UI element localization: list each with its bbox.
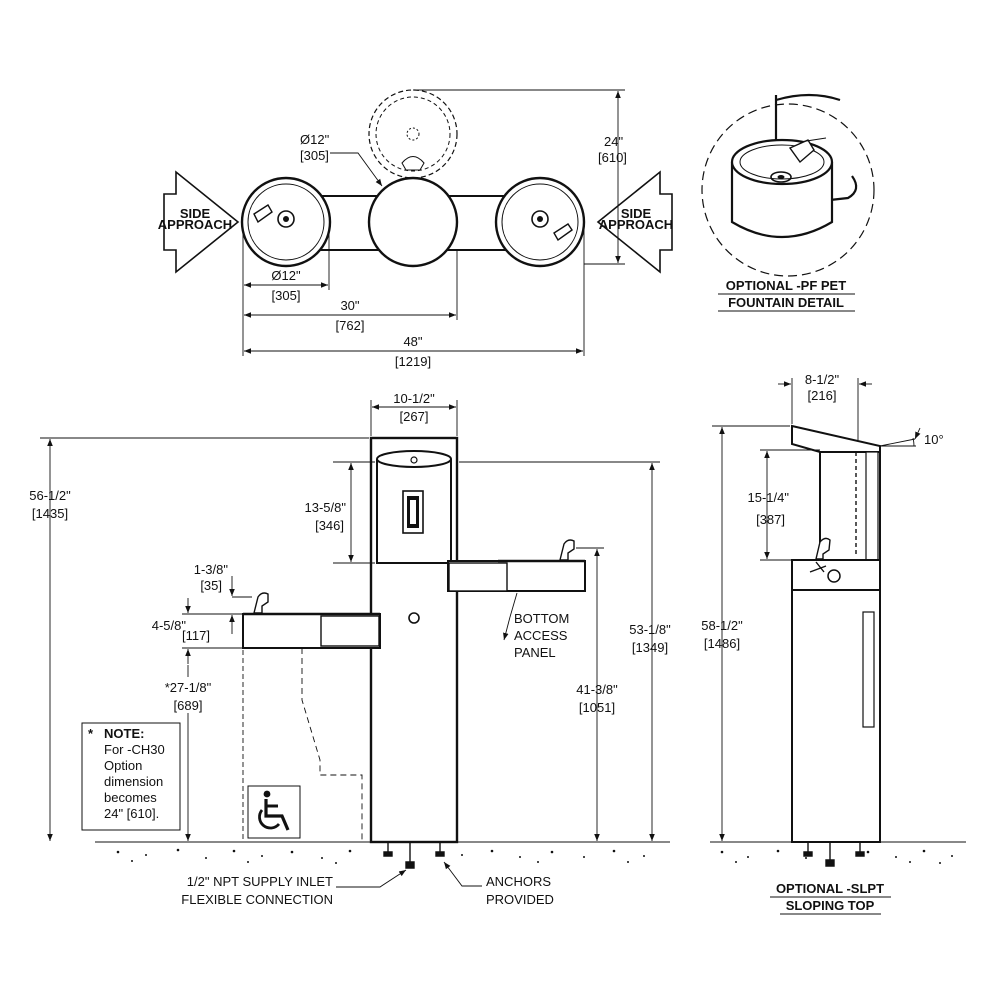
top-view: SIDE APPROACH SIDE APPROACH Ø12" [305] Ø… (158, 89, 673, 369)
dim-left-diameter: Ø12" (271, 268, 301, 283)
dim-tower-width-mm: [267] (400, 409, 429, 424)
front-left-spout (253, 592, 269, 614)
side-approach-right-arrow (596, 170, 673, 274)
side-sloping-top (791, 424, 881, 453)
dim-tower-width: 10-1/2" (393, 391, 435, 406)
dim-basin-height-mm: [117] (182, 628, 210, 643)
bottom-access-panel-line3: PANEL (514, 645, 556, 660)
front-anchors (383, 842, 445, 869)
dim-knee-clearance-mm: [689] (174, 698, 203, 713)
dim-30-mm: [762] (336, 318, 365, 333)
dim-side-filler-mm: [387] (756, 512, 785, 527)
dim-side-filler: 15-1/4" (748, 490, 790, 505)
plan-tower-circle (367, 176, 459, 268)
accessibility-symbol-box (247, 785, 301, 839)
supply-inlet-line1: 1/2" NPT SUPPLY INLET (187, 874, 333, 889)
dim-center-diameter: Ø12" (300, 132, 330, 147)
note-line-1: For -CH30 (104, 742, 165, 757)
dim-spout-height-mm: [35] (200, 578, 222, 593)
pet-detail-title-2: FOUNTAIN DETAIL (728, 295, 844, 310)
dim-filler-height-mm: [346] (315, 518, 344, 533)
front-right-spout (559, 539, 575, 561)
supply-inlet-line2: FLEXIBLE CONNECTION (181, 892, 333, 907)
note-line-3: dimension (104, 774, 163, 789)
note-line-5: 24" [610]. (104, 806, 159, 821)
side-approach-left-line2: APPROACH (158, 217, 232, 232)
ground-hatch-front (116, 848, 645, 864)
anchors-line2: PROVIDED (486, 892, 554, 907)
dim-spout-height: 1-3/8" (194, 562, 229, 577)
wheelchair-icon (258, 790, 290, 831)
side-bowl (791, 559, 881, 591)
bottom-access-panel-line1: BOTTOM (514, 611, 569, 626)
bottom-access-panel-line2: ACCESS (514, 628, 568, 643)
pet-detail-title-1: OPTIONAL -PF PET (726, 278, 846, 293)
note-star: * (88, 726, 94, 741)
note-line-2: Option (104, 758, 142, 773)
pet-fountain-detail: OPTIONAL -PF PET FOUNTAIN DETAIL (701, 93, 875, 312)
dim-left-diameter-mm: [305] (272, 288, 301, 303)
dim-knee-clearance: *27-1/8" (165, 680, 212, 695)
front-view: * NOTE: For -CH30 Option dimension becom… (29, 391, 671, 907)
front-tower-access-hole (408, 612, 420, 624)
side-anchors (803, 842, 865, 867)
anchors-line1: ANCHORS (486, 874, 551, 889)
dim-high-top: 53-1/8" (629, 622, 671, 637)
dim-slope-angle: 10° (924, 432, 944, 447)
dim-center-diameter-mm: [305] (300, 148, 329, 163)
dim-24-mm: [610] (598, 150, 627, 165)
ground-hatch-side (720, 849, 953, 864)
dim-high-bottom-mm: [1051] (579, 700, 615, 715)
dim-basin-height: 4-5/8" (152, 618, 187, 633)
dim-filler-height: 13-5/8" (305, 500, 347, 515)
side-spout (815, 537, 831, 560)
dim-48: 48" (403, 334, 422, 349)
plan-optional-pet-bowl (368, 89, 458, 179)
side-title-2: SLOPING TOP (786, 898, 875, 913)
dim-side-overall-mm: [1486] (704, 636, 740, 651)
dim-high-bottom: 41-3/8" (576, 682, 618, 697)
note-title: NOTE: (104, 726, 144, 741)
side-approach-left-arrow (163, 170, 240, 274)
note-box (81, 722, 181, 831)
dim-side-overall: 58-1/2" (701, 618, 743, 633)
dim-30: 30" (340, 298, 359, 313)
dim-top-width: 8-1/2" (805, 372, 840, 387)
side-approach-right-line2: APPROACH (599, 217, 673, 232)
side-approach-left-line1: SIDE (180, 206, 211, 221)
dim-high-top-mm: [1349] (632, 640, 668, 655)
dim-overall-height-mm: [1435] (32, 506, 68, 521)
note-line-4: becomes (104, 790, 157, 805)
side-approach-right-line1: SIDE (621, 206, 652, 221)
dim-overall-height: 56-1/2" (29, 488, 71, 503)
side-title-1: OPTIONAL -SLPT (776, 881, 884, 896)
dim-24: 24" (604, 134, 623, 149)
side-view: 8-1/2" [216] 10° 15-1/4" [387] 58-1/2" [… (701, 372, 966, 915)
dim-48-mm: [1219] (395, 354, 431, 369)
dim-top-width-mm: [216] (808, 388, 837, 403)
